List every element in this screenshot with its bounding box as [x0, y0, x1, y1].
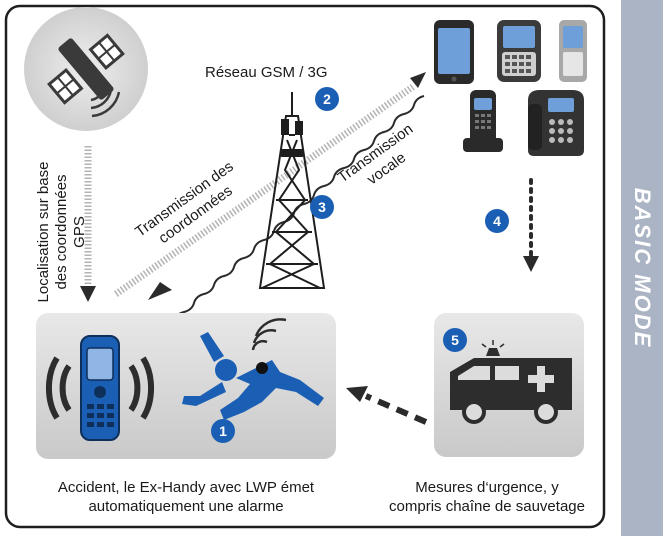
step-badge-2: 2 [315, 87, 339, 111]
rescue-caption-line2: compris chaîne de sauvetage [389, 498, 585, 515]
antenna-tower-icon [258, 92, 326, 289]
alert-arrow [523, 178, 539, 272]
accident-caption: Accident, le Ex-Handy avec LWP émet auto… [26, 478, 346, 516]
rescue-caption: Mesures d‘urgence, y compris chaîne de s… [368, 478, 606, 516]
sidebar-panel [621, 0, 663, 536]
svg-text:1: 1 [219, 423, 227, 439]
coordinates-arrow [113, 72, 426, 297]
gsm-network-label: Réseau GSM / 3G [205, 64, 328, 81]
gps-localisation-label: Localisation sur base des coordonnées GP… [35, 147, 89, 317]
accident-caption-line1: Accident, le Ex-Handy avec LWP émet [57, 479, 315, 496]
satellite-icon [24, 7, 148, 131]
gps-arrow [80, 146, 96, 302]
svg-text:3: 3 [318, 199, 326, 215]
svg-text:4: 4 [493, 213, 501, 229]
basic-mode-label: BASIC MODE [630, 187, 655, 349]
step-badge-5: 5 [443, 328, 467, 352]
step-badge-4: 4 [485, 209, 509, 233]
sidebar-label: BASIC MODE [621, 0, 663, 536]
step-badge-1: 1 [211, 419, 235, 443]
step-badge-3: 3 [310, 195, 334, 219]
falling-person-icon [182, 318, 324, 420]
accident-caption-line2: automatiquement une alarme [88, 498, 284, 515]
phones-icon [434, 20, 587, 156]
rescue-arrow [346, 386, 428, 425]
gps-label-line3: GPS [71, 216, 88, 248]
ambulance-icon [450, 340, 572, 424]
diagram-graphic: 1 2 3 4 5 [4, 4, 606, 529]
ex-handy-phone-icon [45, 335, 155, 441]
gps-label-line2: des coordonnées [53, 174, 70, 290]
rescue-caption-line1: Mesures d‘urgence, y [415, 479, 559, 496]
gps-label-line1: Localisation sur base [35, 161, 52, 303]
svg-text:2: 2 [323, 91, 331, 107]
svg-text:5: 5 [451, 332, 459, 348]
